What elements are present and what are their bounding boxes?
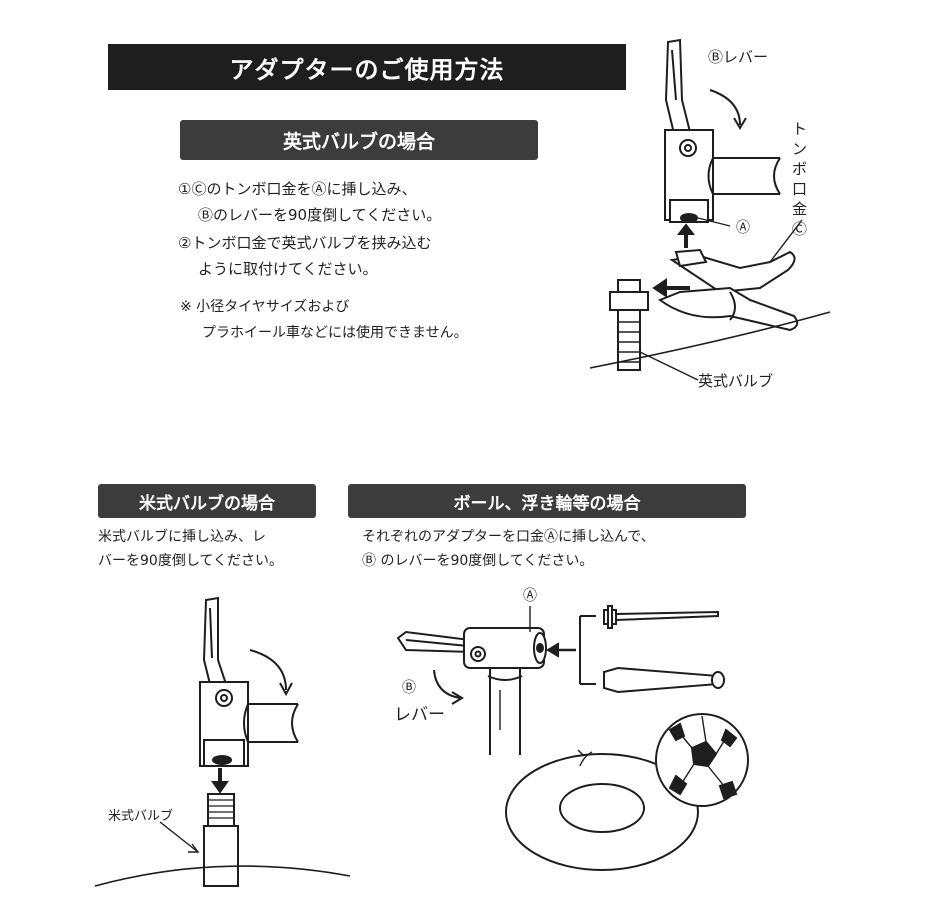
side-tube <box>248 703 298 743</box>
english-valve-heading: 英式バルブの場合 <box>282 130 435 153</box>
american-valve-heading: 米式バルブの場合 <box>139 493 275 514</box>
pump-tube <box>489 668 521 755</box>
a-mark-label: Ⓐ <box>736 220 750 236</box>
lever-handle <box>664 38 694 144</box>
american-line-2: バーを90度倒してください。 <box>98 553 283 569</box>
ball-line-2: Ⓑ のレバーを90度倒してください。 <box>362 553 594 569</box>
american-valve-label: 米式バルブ <box>108 808 173 824</box>
tonbo-label-char-3: ボ <box>792 160 807 178</box>
ball-a-mark: Ⓐ <box>523 588 537 604</box>
bracket <box>579 615 596 685</box>
english-valve-illustration: Ⓑレバー Ⓐ ト ン ボ 口 金 Ⓒ 英式バルブ <box>589 38 831 390</box>
english-note-1: ※ 小径タイヤサイズおよび <box>180 299 350 315</box>
wheel-rim <box>589 311 831 369</box>
wheel-rim <box>94 865 351 887</box>
ball-heading: ボール、浮き輪等の場合 <box>453 493 641 514</box>
tonbo-label-char-1: ト <box>792 120 807 138</box>
page-title: アダプターのご使用方法 <box>229 55 505 84</box>
english-valve-label: 英式バルブ <box>698 372 773 390</box>
side-tube <box>713 157 780 195</box>
title-bar: アダプターのご使用方法 <box>108 44 626 90</box>
american-valve-heading-bar: 米式バルブの場合 <box>98 484 316 518</box>
english-step-2-cont: ように取付けてください。 <box>198 260 378 278</box>
lever-label: Ⓑレバー <box>708 48 768 66</box>
american-valve-stem <box>207 793 235 827</box>
tonbo-label-char-5: 金 <box>792 200 807 218</box>
tonbo-label-char-2: ン <box>792 140 807 158</box>
cone-adapter <box>603 666 719 694</box>
ball-illustration: Ⓐ Ⓑ レバー <box>394 588 749 871</box>
ball-lever-label: レバー <box>394 705 445 725</box>
english-step-1-cont: Ⓑのレバーを90度倒してください。 <box>198 206 442 224</box>
english-note-2: プラホイール車などには使用できません。 <box>202 325 468 341</box>
english-step-1: ①Ⓒのトンボ口金をⒶに挿し込み、 <box>178 180 417 198</box>
tonbo-label-char-6: Ⓒ <box>792 220 807 238</box>
lever-handle <box>202 596 230 694</box>
american-line-1: 米式バルブに挿し込み、レ <box>98 529 266 545</box>
lever-rotate-arrow <box>709 89 741 126</box>
english-valve-heading-bar: 英式バルブの場合 <box>180 120 538 160</box>
lever-rotate-arrow <box>433 669 461 699</box>
english-step-2: ②トンボ口金で英式バルブを挟み込む <box>178 234 432 252</box>
ball-b-mark: Ⓑ <box>402 680 416 696</box>
ball-heading-bar: ボール、浮き輪等の場合 <box>348 484 746 518</box>
american-valve-illustration: 米式バルブ <box>94 596 351 887</box>
ball-line-1: それぞれのアダプターを口金Ⓐに挿し込んで、 <box>362 529 655 545</box>
lever-rotate-arrow <box>249 649 287 691</box>
tonbo-label-char-4: 口 <box>792 180 807 198</box>
